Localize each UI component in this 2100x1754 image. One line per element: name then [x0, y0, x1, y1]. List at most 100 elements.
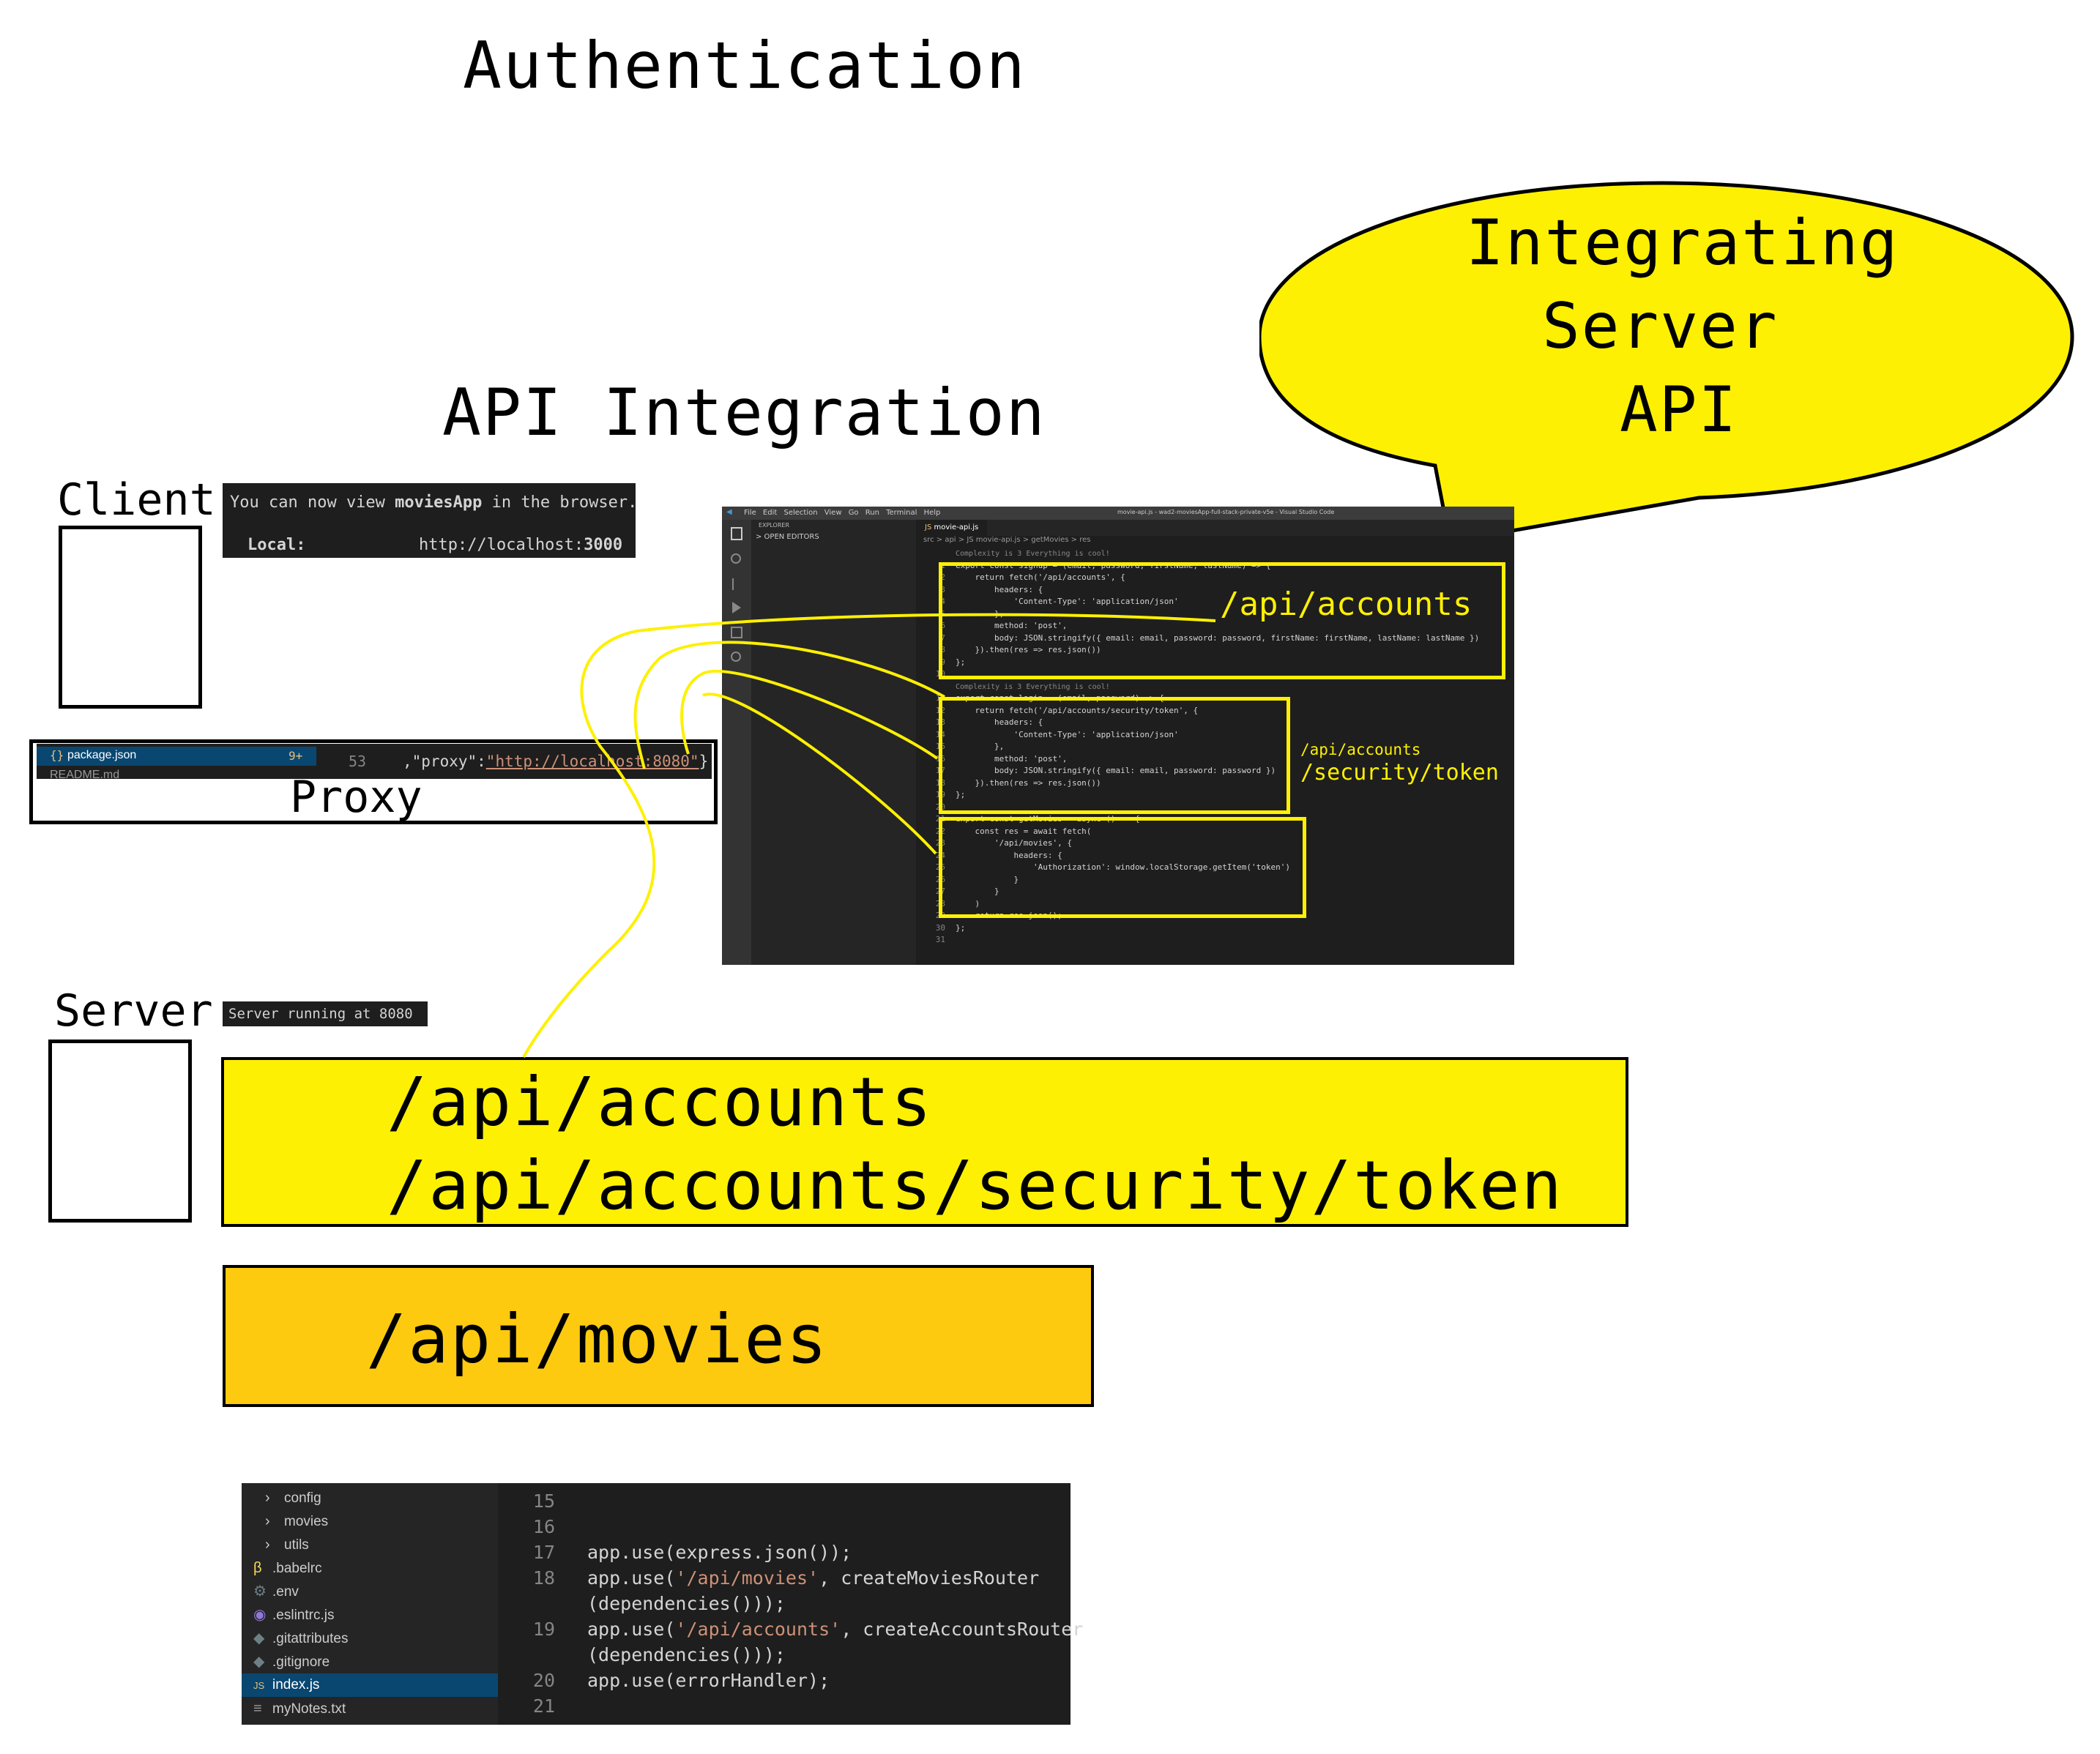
line-number: 6: [940, 621, 945, 630]
code-text: ): [956, 898, 980, 908]
signup-highlight: [939, 562, 1505, 679]
package-json-file[interactable]: {} package.json 9+: [37, 747, 316, 766]
code-line: Complexity is 3 Everything is cool!: [916, 548, 1514, 560]
code-text: };: [956, 790, 966, 799]
text-file-icon: ≡: [253, 1701, 262, 1717]
file-item[interactable]: ◉.eslintrc.js: [242, 1603, 498, 1627]
code-line: 30};: [916, 922, 1514, 935]
code-text: const res = await fetch(: [956, 826, 1092, 836]
code-text: '/api/movies', {: [956, 838, 1072, 848]
explorer-tree: > OPEN EDITORSv WAD2-MOVIESAPP-FULL-STAC…: [751, 531, 916, 543]
client-box: [59, 526, 202, 709]
menu-terminal[interactable]: Terminal: [886, 509, 917, 517]
chevron-right-icon: ›: [265, 1513, 270, 1529]
js-icon: JS: [253, 1680, 265, 1691]
codelens: Complexity is 3 Everything is cool!: [956, 682, 1110, 691]
file-name: .gitattributes: [272, 1631, 349, 1646]
code-text: app.use(errorHandler);: [587, 1670, 830, 1691]
files-icon[interactable]: [731, 527, 742, 540]
menu-run[interactable]: Run: [865, 509, 879, 517]
menu-help[interactable]: Help: [923, 509, 941, 517]
explorer-item[interactable]: > OPEN EDITORS: [756, 532, 819, 541]
terminal-text: in the browser.: [482, 493, 638, 512]
code-text: },: [956, 742, 1005, 751]
token-annotation-line-1: /api/accounts: [1300, 741, 1421, 758]
search-icon[interactable]: [731, 553, 741, 564]
menu-edit[interactable]: Edit: [762, 509, 778, 517]
file-badge: 9+: [288, 749, 303, 763]
chevron-right-icon: ›: [265, 1537, 270, 1553]
menu-view[interactable]: View: [824, 509, 842, 517]
movies-endpoint: /api/movies: [366, 1300, 829, 1378]
file-item[interactable]: › utils: [242, 1533, 498, 1556]
file-item[interactable]: ◆ .gitattributes: [242, 1627, 498, 1650]
code-line: 18 }).then(res => res.json()): [916, 777, 1514, 790]
local-port: 3000: [584, 536, 623, 554]
local-label: Local:: [247, 536, 306, 554]
code-line: 20 app.use(errorHandler);: [498, 1670, 830, 1691]
tab-bar: JS movie-api.js: [916, 520, 1514, 536]
code-line: 3 headers: {: [916, 584, 1514, 597]
code-text: };: [956, 922, 966, 933]
json-icon: {}: [50, 748, 64, 762]
server-terminal: Server running at 8080: [223, 1001, 428, 1026]
code-text: };: [956, 657, 966, 667]
code-line: 16: [498, 1516, 587, 1537]
code-string: '/api/accounts': [675, 1619, 841, 1640]
code-text: , createMoviesRouter: [819, 1567, 1040, 1589]
tab-movie-api[interactable]: JS movie-api.js: [916, 520, 988, 536]
code-text: method: 'post',: [956, 753, 1068, 764]
bubble-line-3: API: [1620, 373, 1738, 447]
app-name: moviesApp: [395, 493, 483, 512]
git-icon: ◆: [253, 1630, 265, 1646]
code-text: }).then(res => res.json()): [956, 777, 1101, 788]
token-endpoint: /api/accounts/security/token: [387, 1146, 1563, 1225]
file-item[interactable]: β.babelrc: [242, 1556, 498, 1580]
file-item[interactable]: ≡myNotes.txt: [242, 1697, 498, 1720]
code-brace: }: [699, 753, 709, 770]
file-name: package.json: [67, 749, 137, 761]
line-number: 20: [532, 1670, 555, 1691]
menu-go[interactable]: Go: [848, 509, 859, 517]
explorer-header: EXPLORER: [759, 522, 789, 529]
remote-icon[interactable]: [731, 652, 741, 662]
extensions-icon[interactable]: [731, 627, 742, 638]
code-line: 31: [916, 934, 1514, 947]
line-number: 3: [940, 584, 945, 594]
code-text: method: 'post',: [956, 621, 1068, 630]
file-item[interactable]: ⚙.env: [242, 1580, 498, 1603]
line-number: 7: [940, 632, 945, 643]
file-name: utils: [284, 1537, 309, 1553]
api-integration-title: API Integration: [442, 375, 1046, 450]
code-text: headers: {: [956, 717, 1043, 727]
file-name: .eslintrc.js: [272, 1608, 335, 1623]
line-number: 30: [935, 922, 945, 933]
bubble-line-1: Integrating: [1466, 206, 1899, 280]
getmovies-highlight: [939, 817, 1306, 918]
code-line: 14 'Content-Type': 'application/json': [916, 729, 1514, 742]
accounts-annotation: /api/accounts: [1220, 586, 1472, 623]
file-item[interactable]: › movies: [242, 1509, 498, 1533]
file-name: .env: [272, 1584, 299, 1600]
file-item[interactable]: ›config: [242, 1486, 498, 1509]
editor-area: JS movie-api.js src > api > JS movie-api…: [916, 520, 1514, 965]
menu-selection[interactable]: Selection: [783, 509, 818, 517]
chevron-right-icon: ›: [265, 1490, 270, 1506]
code-text: headers: {: [956, 850, 1062, 860]
code-line: 8 }).then(res => res.json()): [916, 644, 1514, 657]
source-control-icon[interactable]: [732, 578, 741, 590]
file-item[interactable]: ◆.gitignore: [242, 1650, 498, 1673]
code-line: 15: [498, 1490, 587, 1512]
file-name: README.md: [50, 769, 120, 779]
run-icon[interactable]: [732, 602, 741, 613]
menu-file[interactable]: File: [744, 509, 756, 517]
file-name: movies: [284, 1514, 329, 1529]
code-line: 2 return fetch('/api/accounts', {: [916, 572, 1514, 584]
code-line: 4 'Content-Type': 'application/json': [916, 596, 1514, 608]
git-icon: ◆: [253, 1654, 265, 1670]
server-box: [48, 1040, 192, 1223]
code-line: 13 headers: {: [916, 717, 1514, 729]
